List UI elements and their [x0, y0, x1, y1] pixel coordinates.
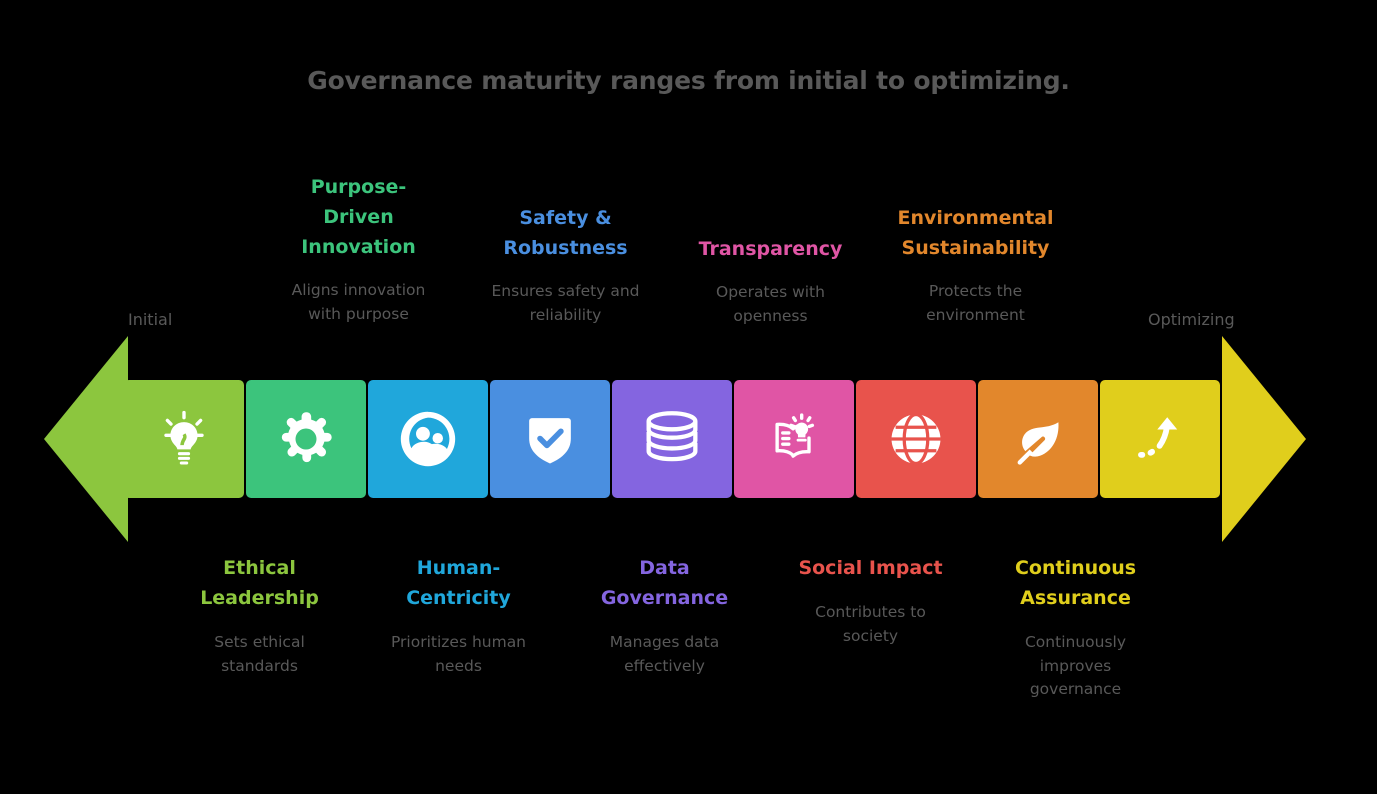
- callout-desc: Manages data effectively: [609, 633, 720, 675]
- callout-continuous-assurance: Continuous Assurance Continuously improv…: [973, 553, 1178, 702]
- callout-title: Purpose- Driven Innovation: [301, 176, 416, 259]
- callout-desc: Aligns innovation with purpose: [291, 281, 426, 323]
- database-icon: [644, 409, 700, 469]
- arrow-head-left-icon: [44, 336, 128, 542]
- stage-tile-data-governance[interactable]: [612, 380, 732, 498]
- page-title: Governance maturity ranges from initial …: [307, 66, 1070, 95]
- arrow-head-right-icon: [1222, 336, 1306, 542]
- stage-tile-continuous-assurance[interactable]: [1100, 380, 1220, 498]
- endpoint-label-optimizing: Optimizing: [1148, 310, 1235, 329]
- shield-check-icon: [521, 410, 579, 468]
- callout-desc: Ensures safety and reliability: [491, 282, 640, 324]
- stage-tile-transparency[interactable]: [734, 380, 854, 498]
- stage-tile-social-impact[interactable]: [856, 380, 976, 498]
- people-circle-icon: [398, 409, 458, 469]
- callout-desc: Operates with openness: [716, 283, 825, 325]
- callout-safety-robustness: Safety & Robustness Ensures safety and r…: [463, 203, 668, 327]
- open-book-idea-icon: [764, 409, 824, 469]
- callout-human-centricity: Human- Centricity Prioritizes human need…: [356, 553, 561, 678]
- stage-tile-human-centricity[interactable]: [368, 380, 488, 498]
- callout-purpose-driven-innovation: Purpose- Driven Innovation Aligns innova…: [256, 172, 461, 326]
- leaf-icon: [1009, 410, 1067, 468]
- callout-title: Social Impact: [798, 557, 943, 579]
- callout-title: Human- Centricity: [406, 557, 511, 610]
- callout-desc: Continuously improves governance: [1024, 633, 1127, 699]
- callout-social-impact: Social Impact Contributes to society: [768, 553, 973, 648]
- stage-tile-purpose-driven-innovation[interactable]: [246, 380, 366, 498]
- stage-tile-safety-robustness[interactable]: [490, 380, 610, 498]
- callout-desc: Protects the environment: [926, 282, 1025, 324]
- globe-icon: [887, 410, 945, 468]
- callout-desc: Prioritizes human needs: [390, 633, 527, 675]
- endpoint-label-initial: Initial: [128, 310, 173, 329]
- lightbulb-icon: [154, 409, 214, 469]
- callout-title: Transparency: [698, 238, 843, 260]
- callout-title: Safety & Robustness: [503, 207, 628, 260]
- maturity-arrow-band: [0, 336, 1377, 542]
- stage-tile-ethical-leadership[interactable]: [124, 380, 244, 498]
- callout-title: Data Governance: [600, 557, 729, 610]
- stage-tile-row: [124, 380, 1220, 498]
- stage-tile-environmental-sustainability[interactable]: [978, 380, 1098, 498]
- callout-data-governance: Data Governance Manages data effectively: [562, 553, 767, 678]
- callout-ethical-leadership: Ethical Leadership Sets ethical standard…: [157, 553, 362, 678]
- callout-environmental-sustainability: Environmental Sustainability Protects th…: [873, 203, 1078, 327]
- callout-title: Environmental Sustainability: [897, 207, 1054, 260]
- callout-desc: Sets ethical standards: [214, 633, 305, 675]
- callout-transparency: Transparency Operates with openness: [668, 234, 873, 328]
- callout-title: Ethical Leadership: [200, 557, 319, 610]
- callout-title: Continuous Assurance: [1014, 557, 1137, 610]
- callout-desc: Contributes to society: [815, 603, 926, 645]
- gear-icon: [276, 409, 336, 469]
- rising-arrow-icon: [1131, 410, 1189, 468]
